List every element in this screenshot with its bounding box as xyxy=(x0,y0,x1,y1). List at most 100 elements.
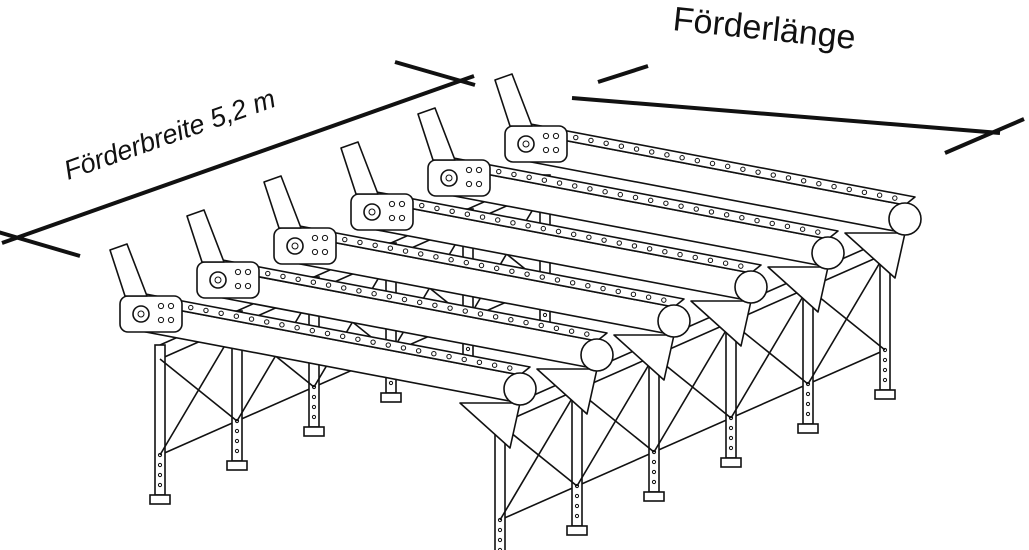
chain-link xyxy=(479,214,486,220)
chain-link xyxy=(400,345,407,351)
chain-link xyxy=(477,311,484,317)
chain-link xyxy=(401,296,408,303)
housing-bolt xyxy=(234,282,242,290)
housing-bolt xyxy=(542,132,550,140)
housing-bolt xyxy=(234,268,242,276)
chain-link xyxy=(645,294,652,300)
leg-hole xyxy=(234,418,240,424)
leg-hole xyxy=(728,435,734,441)
chain-link xyxy=(309,327,316,334)
chain-link xyxy=(356,288,362,294)
chain-link xyxy=(341,285,347,291)
chain-link xyxy=(724,163,731,170)
chain-strand xyxy=(340,141,768,347)
tail-support xyxy=(459,402,521,449)
leg-hole xyxy=(805,381,811,387)
chain-strands xyxy=(109,73,922,449)
drive-housing xyxy=(350,193,414,231)
drive-shaft xyxy=(517,135,535,153)
tail-support xyxy=(844,232,906,279)
housing-bolt xyxy=(398,214,406,222)
chain-link xyxy=(633,146,640,152)
head-guide-plate xyxy=(109,243,148,297)
housing-bolt xyxy=(321,248,329,256)
foot-plate xyxy=(643,491,665,502)
chain-link xyxy=(509,268,515,274)
chain-link xyxy=(432,302,438,308)
drive-hub xyxy=(368,208,376,216)
leg-hole xyxy=(157,452,163,458)
housing-bolt xyxy=(552,146,560,154)
chain-link xyxy=(709,160,716,167)
housing-bolt xyxy=(311,248,319,256)
frame-brace xyxy=(499,389,578,521)
chain-link xyxy=(631,243,638,249)
leg-hole xyxy=(882,377,888,383)
drive-hub xyxy=(291,242,299,250)
chain-link xyxy=(553,325,560,332)
chain-link xyxy=(664,152,670,158)
foot-plate xyxy=(380,392,402,403)
housing-bolt xyxy=(475,166,483,174)
chain-link xyxy=(264,319,270,325)
chain-link xyxy=(586,234,592,240)
chain-link xyxy=(447,305,453,311)
leg-hole xyxy=(574,483,580,489)
chain-link xyxy=(570,231,577,238)
head-guide-plate xyxy=(340,141,379,195)
head-guide-plate xyxy=(494,73,533,127)
drive-housing xyxy=(119,295,183,333)
chain-link xyxy=(540,225,547,232)
chain-link xyxy=(541,177,548,183)
drive-housing xyxy=(196,261,260,299)
frame-bottom-rail xyxy=(499,349,886,521)
chain-link xyxy=(385,342,391,348)
chain-link xyxy=(646,246,653,252)
housing-bolt xyxy=(552,132,560,140)
frame-brace xyxy=(807,253,886,385)
chain-link xyxy=(449,208,455,215)
chain-link xyxy=(324,330,331,337)
drive-shaft xyxy=(209,271,227,289)
leg-hole xyxy=(497,537,503,543)
chain-link xyxy=(556,180,563,186)
chain-link xyxy=(446,353,452,360)
housing-bolt xyxy=(465,166,473,174)
chain-link xyxy=(279,322,285,328)
chain-link xyxy=(416,299,423,306)
leg-hole xyxy=(311,404,317,410)
chain-link xyxy=(357,239,363,246)
chain-link xyxy=(649,149,655,155)
chain-link xyxy=(799,226,806,232)
chain-link xyxy=(754,217,760,224)
chain-link xyxy=(603,140,609,147)
leg-hole xyxy=(574,503,580,509)
housing-bolt xyxy=(311,234,319,242)
chain-link xyxy=(770,172,776,178)
chain-link xyxy=(708,209,715,215)
tail-sprocket xyxy=(734,270,768,304)
housing-bolt xyxy=(244,268,252,276)
chain-link xyxy=(662,248,668,255)
chain-link xyxy=(892,195,898,201)
chain-link xyxy=(295,276,301,283)
chain-link xyxy=(491,362,498,368)
housing-bolt xyxy=(542,146,550,154)
leg-hole xyxy=(882,357,888,363)
chain-link xyxy=(755,169,761,175)
drive-hub xyxy=(445,174,453,182)
leg-hole xyxy=(542,312,548,318)
chain-link xyxy=(740,166,746,172)
housing-bolt xyxy=(465,180,473,188)
frame-brace xyxy=(653,321,732,453)
chain-link xyxy=(448,257,454,263)
head-guide-plate xyxy=(186,209,225,263)
housing-bolt xyxy=(157,316,165,324)
chain-link xyxy=(339,333,346,340)
chain-link xyxy=(769,220,775,227)
chain-link xyxy=(419,202,425,209)
leg-hole xyxy=(157,462,163,468)
leg-hole xyxy=(882,367,888,373)
chain-link xyxy=(525,223,531,229)
chain-link xyxy=(692,254,698,261)
